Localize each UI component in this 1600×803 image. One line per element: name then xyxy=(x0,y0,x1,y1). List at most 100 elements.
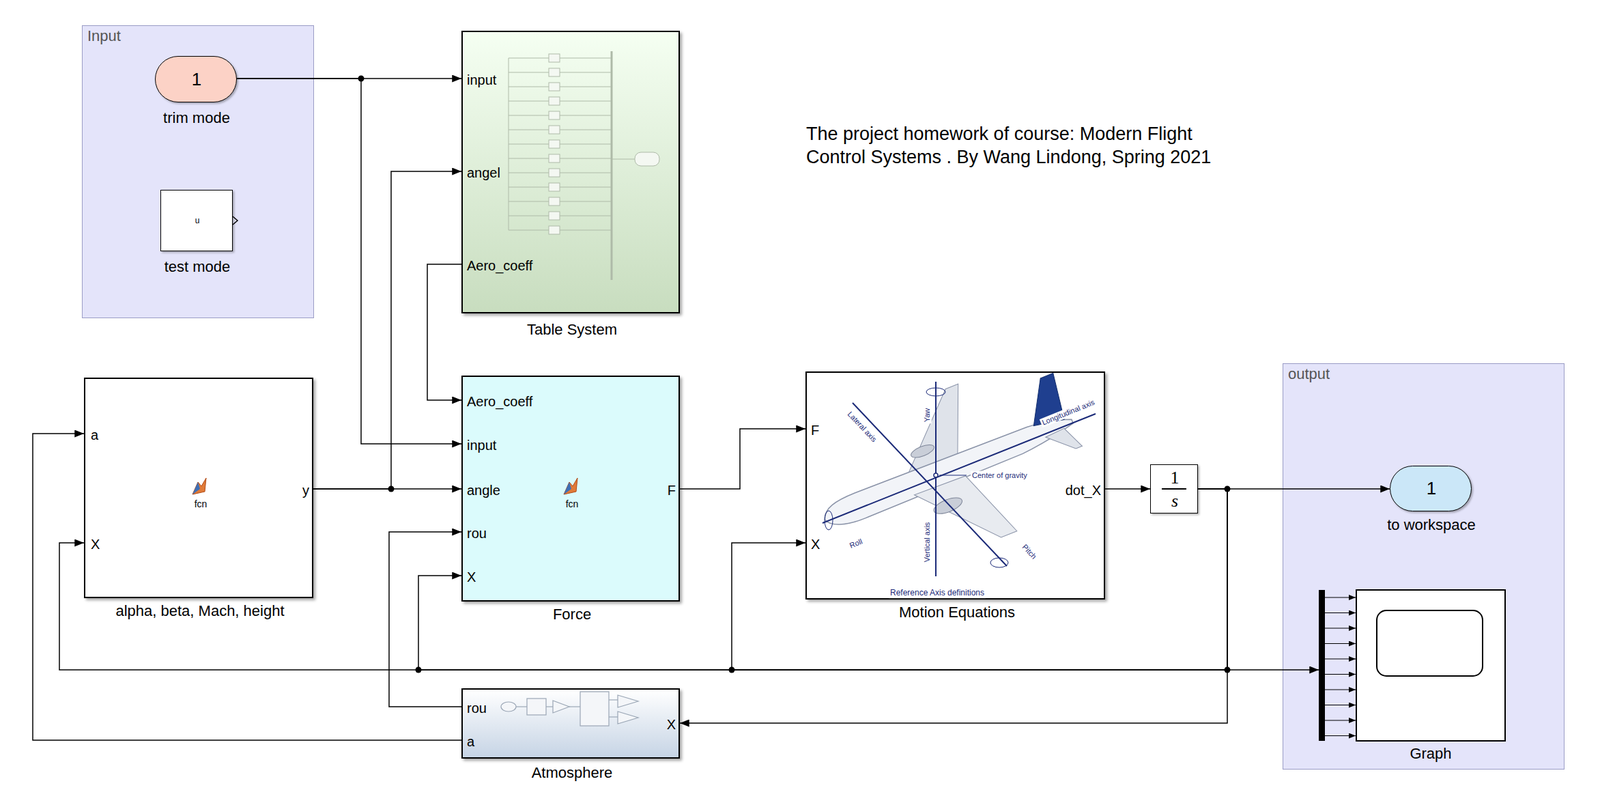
input-group: Input1trim modeutest mode xyxy=(81,25,314,319)
scope-block: Graph xyxy=(1318,589,1506,741)
cg-marker xyxy=(933,473,938,478)
tree-line xyxy=(559,101,612,102)
signal-line xyxy=(313,171,462,489)
port-label: fcn xyxy=(194,498,208,510)
table-icon xyxy=(548,211,560,220)
scope-body xyxy=(1356,589,1506,741)
block-name: to workspace xyxy=(1387,516,1476,534)
fraction-bar xyxy=(1161,488,1187,490)
axis-label: Vertical axis xyxy=(922,520,932,564)
vertical-axis xyxy=(935,381,937,577)
mux-line xyxy=(1324,643,1356,644)
wire xyxy=(516,705,527,707)
port-label: angle xyxy=(466,482,501,499)
tree-line xyxy=(559,58,612,59)
block-name: Table System xyxy=(526,320,618,338)
axis-label: Pitch xyxy=(1019,541,1040,562)
gain-icon xyxy=(617,711,639,724)
signal-line xyxy=(427,264,462,400)
group-area xyxy=(1282,363,1565,770)
fuselage xyxy=(819,408,1078,533)
airplane-illustration xyxy=(796,349,1103,596)
stabilizer xyxy=(1045,424,1082,458)
tree-line xyxy=(508,115,549,117)
lookup-table-internals xyxy=(508,51,660,280)
signal-line xyxy=(313,488,462,490)
table-icon xyxy=(548,139,560,149)
table-icon xyxy=(548,225,560,235)
port-label: F xyxy=(667,482,676,499)
yaw-circle xyxy=(926,387,946,396)
table-icon xyxy=(548,125,560,134)
tree-line xyxy=(508,72,549,74)
subsystem-block: inputangelAero_coeffTable System xyxy=(461,30,680,314)
tree-line xyxy=(508,86,549,88)
tree-line xyxy=(611,159,635,160)
junction-dot xyxy=(415,666,422,674)
mux-line xyxy=(1324,658,1356,659)
junction-dot xyxy=(1224,666,1231,674)
inport-block: 1trim mode xyxy=(154,55,237,103)
mux-line xyxy=(1324,627,1356,628)
port-label: rou xyxy=(466,525,487,542)
junction-dot xyxy=(358,75,365,82)
table-icon xyxy=(548,197,560,206)
outport-block: 1to workspace xyxy=(1389,465,1472,512)
axis-label: Roll xyxy=(847,536,865,551)
port-label: rou xyxy=(466,700,487,717)
matlab-icon xyxy=(192,477,578,495)
table-icon xyxy=(548,168,560,177)
tree-line xyxy=(508,58,549,59)
block-name: output xyxy=(1288,365,1330,383)
block-name: test mode xyxy=(164,258,231,276)
atmosphere-internals xyxy=(501,691,639,726)
table-icon xyxy=(548,96,560,106)
tree-line xyxy=(508,230,549,231)
signal-line xyxy=(236,77,462,80)
port-label: a xyxy=(90,427,99,444)
block-name: alpha, beta, Mach, height xyxy=(115,602,284,620)
port-label: X xyxy=(810,536,820,553)
junction-dot xyxy=(729,666,736,674)
block-icon xyxy=(580,691,609,726)
port-label: X xyxy=(466,569,476,585)
port-label: dot_X xyxy=(1065,482,1102,499)
port-label: fcn xyxy=(565,498,579,510)
integrator-block: 1s xyxy=(1150,464,1198,514)
tree-line xyxy=(508,58,510,231)
axis-label: Center of gravity xyxy=(970,470,1029,480)
port-label: X xyxy=(90,536,100,553)
junction-dot xyxy=(1224,486,1231,493)
tree-line xyxy=(508,158,549,160)
tree-line xyxy=(559,172,612,174)
block-icon xyxy=(526,698,547,715)
pitch-circle xyxy=(990,557,1009,568)
mux-bar xyxy=(1318,589,1325,741)
port-label: u xyxy=(195,216,200,226)
table-icon xyxy=(548,154,560,163)
far-wing xyxy=(881,383,983,477)
leader-line xyxy=(939,475,967,476)
scope-graphic xyxy=(1318,589,1506,741)
matlab-icon xyxy=(192,481,200,495)
signal-line xyxy=(679,428,806,489)
axis-lines xyxy=(822,381,1096,577)
table-icon xyxy=(548,68,560,77)
axis-label: Yaw xyxy=(922,406,932,424)
table-icon xyxy=(548,111,560,120)
port-label: 1 xyxy=(191,69,202,91)
output-group: output 1to workspaceGraph xyxy=(1282,363,1565,770)
tree-line xyxy=(559,129,612,131)
port-label: a xyxy=(466,733,475,750)
mux-line xyxy=(1324,735,1356,736)
port-label: input xyxy=(466,437,497,454)
tree-line xyxy=(508,201,549,203)
wire xyxy=(608,716,618,717)
axis-label: Reference Axis definitions xyxy=(888,588,986,598)
tail-fin xyxy=(1018,373,1071,431)
mux-arrows xyxy=(1324,597,1356,736)
longitudinal-axis xyxy=(822,413,1096,523)
scope-screen xyxy=(1376,610,1483,676)
junction-dot xyxy=(388,486,395,493)
port-label: F xyxy=(810,422,820,439)
